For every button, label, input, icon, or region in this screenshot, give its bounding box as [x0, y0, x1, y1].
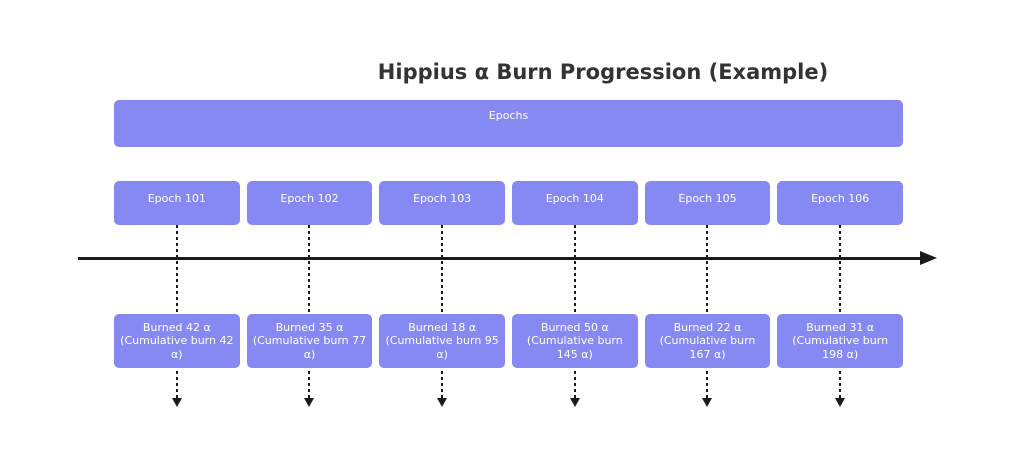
timeline-arrow-icon: [920, 251, 937, 265]
down-arrow-line: [706, 371, 709, 398]
down-arrow-icon: [171, 398, 182, 407]
dotted-connector-line: [308, 225, 311, 314]
epoch-box: Epoch 102: [246, 181, 373, 225]
epoch-box: Epoch 101: [114, 181, 240, 225]
burn-box: Burned 50 α (Cumulative burn 145 α): [511, 314, 638, 368]
burn-line: 145 α): [556, 347, 593, 361]
timeline-column-epoch-103: Epoch 103 Burned 18 α (Cumulative burn 9…: [379, 181, 505, 413]
down-arrow-icon: [835, 398, 846, 407]
burn-line: (Cumulative burn: [526, 334, 623, 348]
timeline-column-epoch-102: Epoch 102 Burned 35 α (Cumulative burn 7…: [246, 181, 373, 413]
burn-box: Burned 18 α (Cumulative burn 95 α): [379, 314, 505, 368]
down-arrow-line: [175, 371, 178, 398]
timeline-column-epoch-104: Epoch 104 Burned 50 α (Cumulative burn 1…: [511, 181, 638, 413]
burn-line: α): [303, 347, 316, 361]
down-arrow-line: [441, 371, 444, 398]
down-arrow-icon: [569, 398, 580, 407]
down-arrow-line: [308, 371, 311, 398]
burn-box: Burned 31 α (Cumulative burn 198 α): [777, 314, 903, 368]
dotted-connector-line: [441, 225, 444, 314]
burn-line: 167 α): [689, 347, 726, 361]
dotted-connector-line: [175, 225, 178, 314]
burn-line: (Cumulative burn 77: [252, 334, 367, 348]
epochs-header-bar: Epochs: [114, 100, 903, 147]
burn-line: Burned 22 α: [673, 320, 742, 334]
epoch-box: Epoch 104: [511, 181, 638, 225]
burn-line: (Cumulative burn: [659, 334, 756, 348]
burn-line: (Cumulative burn 95: [385, 334, 499, 348]
burn-line: Burned 31 α: [806, 320, 875, 334]
down-arrow-icon: [304, 398, 315, 407]
burn-line: α): [436, 347, 448, 361]
burn-line: α): [171, 347, 183, 361]
timeline-columns: Epoch 101 Burned 42 α (Cumulative burn 4…: [114, 181, 903, 413]
epoch-box: Epoch 105: [644, 181, 771, 225]
burn-line: (Cumulative burn: [792, 334, 889, 348]
burn-box: Burned 35 α (Cumulative burn 77 α): [246, 314, 373, 368]
burn-line: Burned 35 α: [275, 320, 344, 334]
burn-box: Burned 42 α (Cumulative burn 42 α): [114, 314, 240, 368]
dotted-connector-line: [839, 225, 842, 314]
burn-box: Burned 22 α (Cumulative burn 167 α): [644, 314, 771, 368]
burn-line: (Cumulative burn 42: [120, 334, 234, 348]
diagram-title: Hippius α Burn Progression (Example): [377, 60, 829, 84]
dotted-connector-line: [706, 225, 709, 314]
burn-line: Burned 50 α: [540, 320, 609, 334]
down-arrow-line: [573, 371, 576, 398]
timeline-column-epoch-106: Epoch 106 Burned 31 α (Cumulative burn 1…: [777, 181, 903, 413]
burn-line: 198 α): [822, 347, 859, 361]
epoch-box: Epoch 103: [379, 181, 505, 225]
epoch-box: Epoch 106: [777, 181, 903, 225]
burn-line: Burned 18 α: [408, 320, 477, 334]
dotted-connector-line: [573, 225, 576, 314]
down-arrow-line: [839, 371, 842, 398]
burn-line: Burned 42 α: [142, 320, 211, 334]
down-arrow-icon: [702, 398, 713, 407]
down-arrow-icon: [437, 398, 448, 407]
timeline-column-epoch-105: Epoch 105 Burned 22 α (Cumulative burn 1…: [644, 181, 771, 413]
timeline-column-epoch-101: Epoch 101 Burned 42 α (Cumulative burn 4…: [114, 181, 240, 413]
timeline-axis-line: [78, 257, 921, 260]
